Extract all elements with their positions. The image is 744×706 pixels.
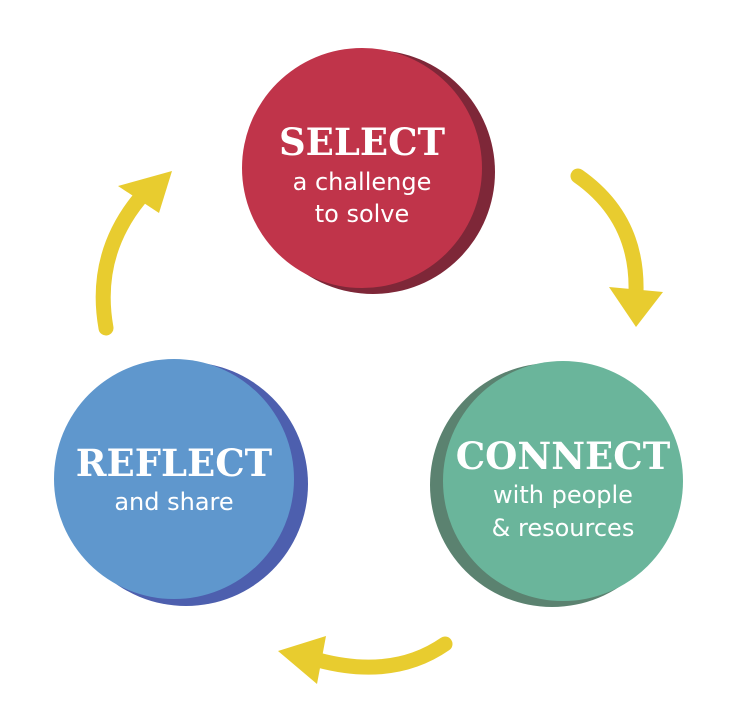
select-title: SELECT [279,120,446,164]
reflect-circle [54,359,294,599]
reflect-title: REFLECT [76,441,273,485]
arrow-select-to-connect [570,168,663,327]
select-line1: a challenge [293,168,432,196]
connect-circle [443,361,683,601]
arrow-reflect-to-select [95,171,172,336]
connect-line2: & resources [492,514,635,542]
arrow-connect-to-reflect [278,636,453,684]
step-connect: CONNECT with people & resources [430,361,683,607]
step-select: SELECT a challenge to solve [242,48,495,294]
step-reflect: REFLECT and share [54,359,308,606]
connect-line1: with people [493,481,633,509]
reflect-line1: and share [114,488,233,516]
select-circle [242,48,482,288]
select-line2: to solve [315,200,410,228]
connect-title: CONNECT [456,434,671,478]
